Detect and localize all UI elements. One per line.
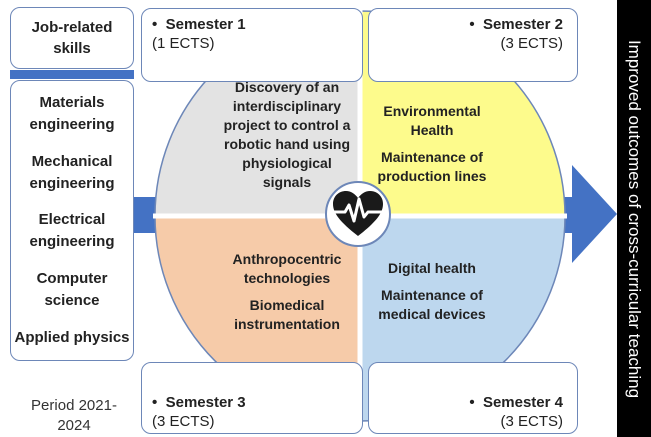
quadrant-2-line-2: Maintenance of production lines xyxy=(377,149,487,184)
quadrant-4-line-2: Maintenance of medical devices xyxy=(378,287,486,322)
heartbeat-icon xyxy=(330,191,386,236)
quadrant-4-text: Digital health Maintenance of medical de… xyxy=(368,259,496,324)
quadrant-1-text: Discovery of an interdisciplinary projec… xyxy=(222,78,352,192)
skill-applied-physics: Applied physics xyxy=(14,328,130,346)
semester-4-ects: (3 ECTS) xyxy=(500,413,563,430)
semester-4-box: • Semester 4 (3 ECTS) xyxy=(368,362,578,434)
semester-2-title: Semester 2 xyxy=(482,16,563,33)
skills-header-label: Job-related skills xyxy=(31,19,113,57)
period-label: Period 2021-2024 xyxy=(31,397,117,434)
skill-mechanical-engineering: Mechanical engineering xyxy=(29,152,115,192)
skills-list: Materials engineering Mechanical enginee… xyxy=(10,80,134,361)
quadrant-2-text: Environmental Health Maintenance of prod… xyxy=(368,102,496,186)
semester-3-title: Semester 3 xyxy=(165,394,246,411)
semester-2-ects: (3 ECTS) xyxy=(500,35,563,52)
semester-3-ects: (3 ECTS) xyxy=(152,413,215,430)
quadrant-3-line-2: Biomedical instrumentation xyxy=(234,297,340,332)
quadrant-3-text: Anthropocentric technologies Biomedical … xyxy=(222,250,352,334)
outcome-label: Improved outcomes of cross-curricular te… xyxy=(625,39,644,398)
quadrant-3-line-1: Anthropocentric technologies xyxy=(232,251,342,286)
quadrant-2-line-1: Environmental Health xyxy=(383,103,481,138)
semester-2-box: • Semester 2 (3 ECTS) xyxy=(368,8,578,82)
skill-electrical-engineering: Electrical engineering xyxy=(29,211,115,251)
skills-header: Job-related skills xyxy=(10,7,134,69)
quadrant-1-line-1: Discovery of an interdisciplinary projec… xyxy=(223,79,351,190)
semester-1-box: • Semester 1 (1 ECTS) xyxy=(141,8,363,82)
semester-1-ects: (1 ECTS) xyxy=(152,35,215,52)
skill-materials-engineering: Materials engineering xyxy=(29,94,115,134)
semester-3-box: • Semester 3 (3 ECTS) xyxy=(141,362,363,434)
skill-computer-science: Computer science xyxy=(36,270,108,310)
quadrant-4-line-1: Digital health xyxy=(388,260,476,276)
semester-1-title: Semester 1 xyxy=(165,16,246,33)
semester-4-title: Semester 4 xyxy=(482,394,563,411)
skills-divider xyxy=(10,70,134,79)
outcome-bar: Improved outcomes of cross-curricular te… xyxy=(617,0,651,437)
